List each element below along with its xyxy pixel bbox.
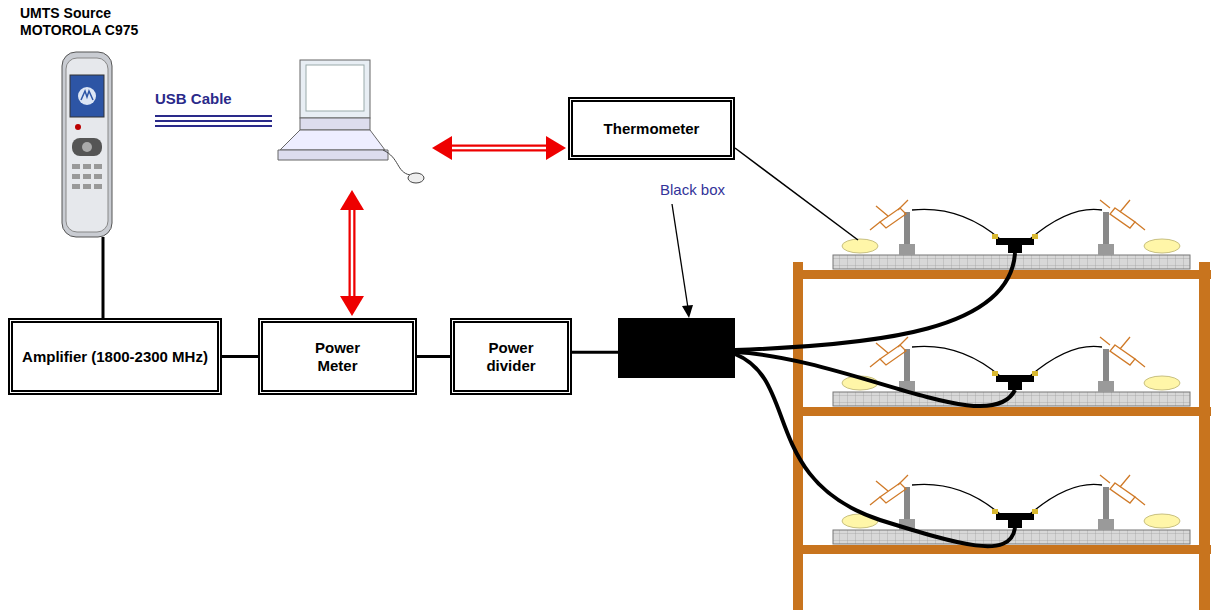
black-box: Black box	[618, 318, 735, 378]
source-phone: UMTS Source MOTOROLA C975	[20, 5, 150, 237]
node-label: Power Meter	[298, 339, 378, 375]
signal-cable	[572, 352, 618, 353]
signal-cable	[103, 237, 104, 318]
signal-cable	[417, 356, 450, 357]
node-label: UMTS Source MOTOROLA C975	[20, 5, 145, 39]
node-label: Power divider	[471, 339, 551, 375]
cable-label: USB Cable	[155, 90, 232, 108]
node-label: Thermometer	[604, 120, 700, 138]
power-divider-box: Power divider	[450, 318, 572, 395]
node-label: Black box	[660, 181, 725, 199]
thermometer-box: Thermometer	[568, 97, 735, 160]
power-meter-box: Power Meter	[258, 318, 417, 395]
signal-cable	[222, 356, 258, 357]
node-label: Amplifier (1800-2300 MHz)	[22, 348, 208, 366]
amplifier-box: Amplifier (1800-2300 MHz)	[8, 318, 222, 395]
